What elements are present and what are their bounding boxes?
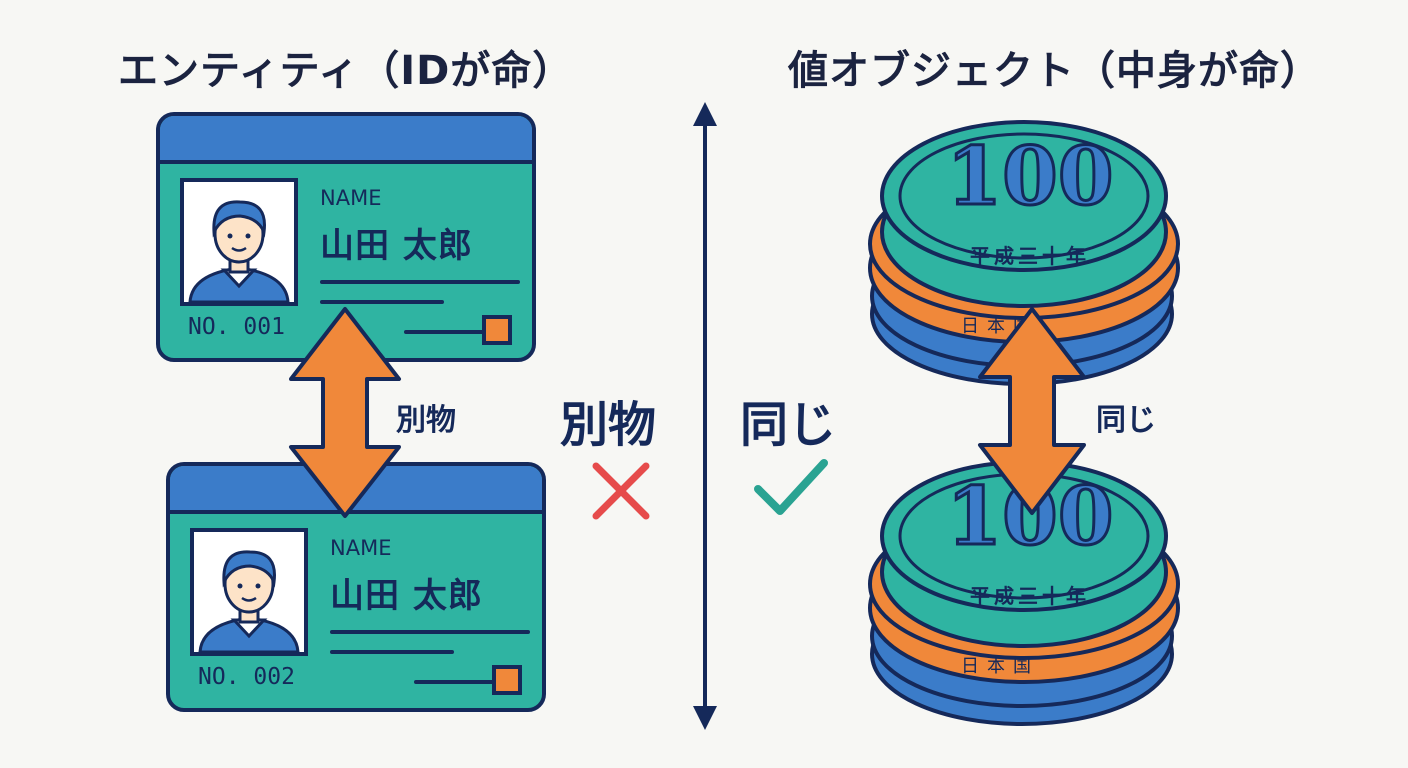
- coin-rim-text: 日本国: [961, 656, 1039, 677]
- coin-era: 平成三十年: [970, 584, 1090, 608]
- person-name: 山田 太郎: [330, 576, 483, 616]
- card-number: NO. 002: [198, 664, 295, 690]
- value-object-title: 値オブジェクト（中身が命）: [788, 48, 1321, 94]
- id-card-2: NAME 山田 太郎 NO. 002: [166, 462, 546, 712]
- name-label: NAME: [320, 186, 382, 210]
- person-photo: [190, 528, 308, 656]
- person-icon: [188, 200, 290, 302]
- card-number: NO. 001: [188, 314, 285, 340]
- text-line: [330, 650, 454, 654]
- left-arrow-label: 別物: [396, 403, 456, 438]
- signature-line: [404, 330, 486, 334]
- person-icon: [198, 550, 300, 652]
- right-arrow-label: 同じ: [1096, 403, 1156, 438]
- coin-stack-2: [868, 460, 1180, 726]
- signature-line: [414, 680, 496, 684]
- check-icon: [754, 459, 828, 515]
- text-line: [320, 300, 444, 304]
- person-photo: [180, 178, 298, 306]
- coin-era: 平成三十年: [970, 244, 1090, 268]
- text-line: [330, 630, 530, 634]
- ic-chip-square: [492, 665, 522, 695]
- person-name: 山田 太郎: [320, 226, 473, 266]
- text-line: [320, 280, 520, 284]
- ic-chip-square: [482, 315, 512, 345]
- name-label: NAME: [330, 536, 392, 560]
- coin-stack-1: [868, 120, 1180, 386]
- double-arrow-icon: [978, 307, 1086, 515]
- same-label: 同じ: [740, 397, 837, 453]
- id-card-1: NAME 山田 太郎 NO. 001: [156, 112, 536, 362]
- cross-icon: [592, 462, 650, 520]
- double-arrow-icon: [289, 307, 401, 518]
- card-header: [160, 116, 532, 164]
- entity-title: エンティティ（IDが命）: [118, 48, 574, 94]
- coin-value: 100: [945, 129, 1115, 223]
- divider-arrow-icon: [693, 102, 717, 730]
- different-label: 別物: [560, 397, 657, 453]
